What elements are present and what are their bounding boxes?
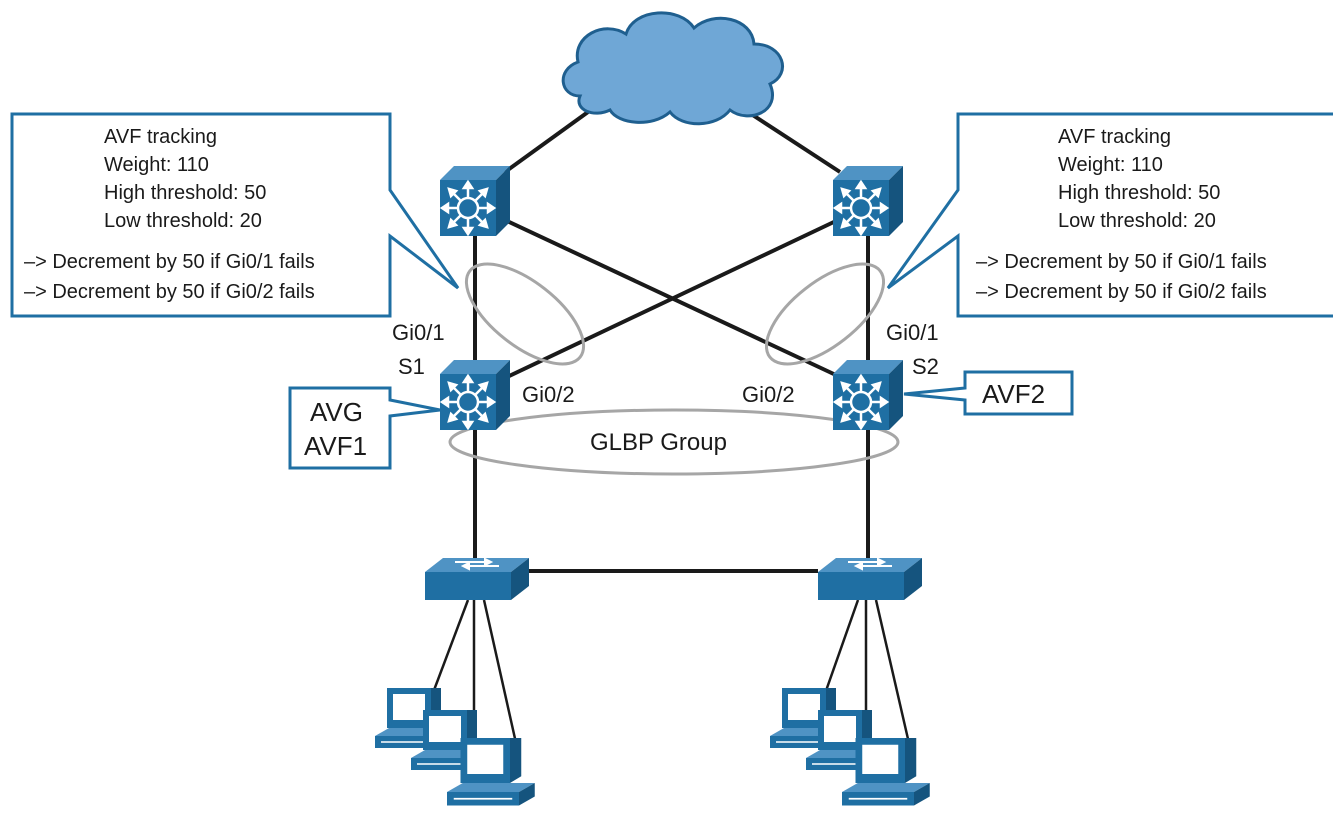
cloud-icon (561, 11, 785, 126)
callout-left-decrement-2: –> Decrement by 50 if Gi0/2 fails (24, 281, 315, 303)
link-left-switch-pc-3 (482, 599, 520, 753)
callout-right-line-4: Low threshold: 20 (1058, 210, 1216, 232)
callout-right-line-3: High threshold: 50 (1058, 182, 1220, 204)
callout-right-decrement-2: –> Decrement by 50 if Gi0/2 fails (976, 281, 1267, 303)
callout-right-decrement-1: –> Decrement by 50 if Gi0/1 fails (976, 251, 1267, 273)
role-callout-s1-box (288, 386, 441, 470)
callout-left-box (10, 112, 460, 318)
callout-left-line-3: High threshold: 50 (104, 182, 266, 204)
role-callout-s2-box (903, 370, 1074, 416)
multilayer-switch-icon-s2 (833, 360, 903, 430)
workgroup-switch-icon-right (818, 558, 922, 600)
multilayer-switch-icon (440, 166, 510, 236)
callout-left-line-2: Weight: 110 (104, 154, 209, 176)
tracking-ellipse-s1 (464, 262, 586, 366)
pc-cluster-right (770, 688, 931, 807)
link-right-top-to-s1 (504, 218, 839, 380)
s2-name-label: S2 (912, 354, 939, 379)
s1-name-label: S1 (398, 354, 425, 379)
s1-port-gi0-2-label: Gi0/2 (522, 382, 575, 407)
pc-cluster-left (375, 688, 536, 807)
callout-right-line-2: Weight: 110 (1058, 154, 1163, 176)
callout-left-decrement-1: –> Decrement by 50 if Gi0/1 fails (24, 251, 315, 273)
s1-role-avf1: AVF1 (304, 431, 367, 461)
multilayer-switch-icon-s1 (440, 360, 510, 430)
role-callout-s2: AVF2 (903, 370, 1074, 416)
s2-port-gi0-1-label: Gi0/1 (886, 320, 939, 345)
links (473, 108, 870, 573)
glbp-group-label: GLBP Group (590, 429, 727, 456)
callout-left-line-4: Low threshold: 20 (104, 210, 262, 232)
link-cloud-to-right-top-switch (743, 108, 842, 174)
workgroup-switch-icon-left (425, 558, 529, 600)
tracking-ellipse-s2 (764, 262, 886, 366)
callout-right-line-1: AVF tracking (1058, 126, 1171, 148)
s2-role-avf2: AVF2 (982, 379, 1045, 409)
callout-left-line-1: AVF tracking (104, 126, 217, 148)
s2-port-gi0-2-label: Gi0/2 (742, 382, 795, 407)
link-right-switch-pc-3 (874, 599, 913, 753)
callout-left: AVF tracking Weight: 110 High threshold:… (10, 112, 460, 318)
link-cloud-to-left-top-switch (503, 110, 590, 174)
s1-port-gi0-1-label: Gi0/1 (392, 320, 445, 345)
glbp-group-ellipse (448, 408, 900, 476)
callout-right-box (886, 112, 1333, 318)
callout-right: AVF tracking Weight: 110 High threshold:… (886, 112, 1333, 318)
multilayer-switch-icon (833, 166, 903, 236)
s1-role-avg: AVG (310, 397, 363, 427)
role-callout-s1: AVG AVF1 (288, 386, 441, 470)
